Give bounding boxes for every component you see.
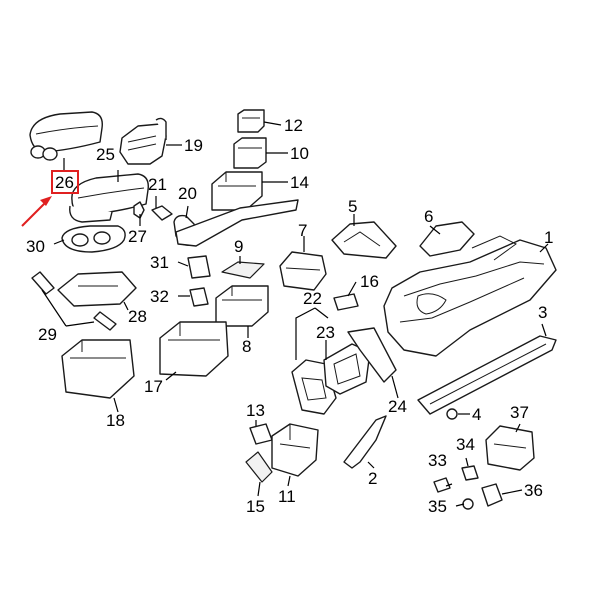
callout-19: 19 (184, 136, 203, 155)
highlight-arrow (21, 199, 49, 227)
callout-12: 12 (284, 116, 303, 135)
callout-33: 33 (428, 451, 447, 470)
callout-13: 13 (246, 401, 265, 420)
part-33-bolt (433, 477, 451, 493)
callout-14: 14 (290, 173, 309, 192)
part-27-clip (133, 201, 145, 219)
callout-16: 16 (360, 272, 379, 291)
callout-5: 5 (348, 197, 357, 216)
callout-10: 10 (290, 144, 309, 163)
callout-24: 24 (388, 397, 407, 416)
part-12-switch (237, 109, 265, 133)
part-26-armrest-lid (29, 111, 103, 161)
part-16-switch (333, 293, 359, 311)
highlight-arrowhead (40, 196, 52, 206)
callout-23: 23 (316, 323, 335, 342)
callout-7: 7 (298, 221, 307, 240)
part-13-switch (249, 423, 273, 445)
part-25-lid-lower (69, 173, 149, 223)
part-17-tray (159, 321, 229, 377)
part-28-bracket (57, 271, 137, 307)
callout-15: 15 (246, 497, 265, 516)
callout-21: 21 (148, 175, 167, 194)
callout-26-highlight (21, 170, 79, 227)
part-24-trim (347, 327, 397, 383)
callout-8: 8 (242, 337, 251, 356)
callout-29: 29 (38, 325, 57, 344)
part-34-clip (461, 465, 479, 481)
part-3-trim-strip (417, 335, 557, 415)
part-18-storage-box (61, 339, 135, 399)
callout-35: 35 (428, 497, 447, 516)
callout-6: 6 (424, 207, 433, 226)
callout-26: 26 (55, 173, 74, 192)
callout-18: 18 (106, 411, 125, 430)
part-30-hinge (61, 225, 126, 253)
part-15-cover (245, 451, 273, 483)
part-37-holder (485, 425, 535, 471)
part-32-connector (189, 287, 209, 307)
callout-27: 27 (128, 227, 147, 246)
callout-4: 4 (472, 405, 481, 424)
part-23-bezel (323, 343, 371, 395)
part-19-bracket (119, 117, 167, 165)
part-31-switch (187, 255, 211, 279)
part-35-screw (462, 498, 474, 510)
part-11-ashtray-housing (271, 423, 319, 477)
callout-25: 25 (96, 145, 115, 164)
part-29-pins (31, 271, 117, 331)
part-5-trim-panel (331, 221, 397, 259)
callout-1: 1 (544, 228, 553, 247)
callout-20: 20 (178, 184, 197, 203)
part-9-pad (221, 261, 265, 279)
part-1-center-console (383, 235, 557, 357)
callout-9: 9 (234, 237, 243, 256)
callout-28: 28 (128, 307, 147, 326)
callout-37: 37 (510, 403, 529, 422)
callout-17: 17 (144, 377, 163, 396)
highlight-box (51, 170, 79, 194)
callout-3: 3 (538, 303, 547, 322)
part-14-tray-rail (175, 171, 299, 247)
part-21-pin (151, 205, 173, 221)
callout-36: 36 (524, 481, 543, 500)
callout-22: 22 (303, 289, 322, 308)
part-7-pocket (279, 251, 327, 291)
part-4-clip (446, 408, 458, 420)
callout-2: 2 (368, 469, 377, 488)
part-36-connector (481, 483, 503, 507)
callout-32: 32 (150, 287, 169, 306)
callout-11: 11 (278, 487, 296, 506)
part-2-bracket (343, 415, 387, 469)
part-6-trim-panel (419, 221, 475, 257)
callout-labels: 26 19 25 30 27 21 20 12 10 14 5 6 1 7 9 … (26, 116, 553, 516)
callout-30: 30 (26, 237, 45, 256)
callout-34: 34 (456, 435, 475, 454)
callout-31: 31 (150, 253, 169, 272)
part-10-switch-housing (233, 137, 267, 169)
leader-lines (41, 121, 549, 507)
part-8-storage-bin (215, 285, 269, 327)
